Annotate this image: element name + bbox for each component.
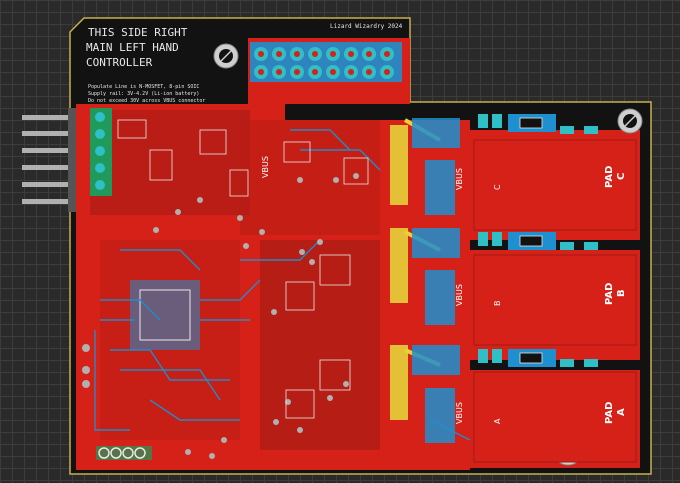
phase-a-letter: A (616, 408, 627, 416)
microcontroller (94, 129, 471, 441)
phase-c-letter: C (616, 173, 627, 180)
phase-a-pad-label: PAD (604, 402, 615, 424)
silkscreen-notes: Populate Line is N-MOSFET, 8-pin SOIC Su… (88, 84, 205, 104)
phase-c-pad-label: PAD (604, 166, 615, 188)
title-line-1: THIS SIDE RIGHT (88, 26, 188, 39)
silkscreen-title: THIS SIDE RIGHT MAIN LEFT HAND CONTROLLE… (86, 26, 188, 69)
phase-c-vbus: VBUS (455, 168, 464, 190)
left-header-pins (22, 108, 76, 212)
note-line-1: Populate Line is N-MOSFET, 8-pin SOIC (88, 84, 199, 90)
phase-a-group: VBUS A PAD A (455, 371, 637, 463)
phase-b-pad-label: PAD (604, 283, 615, 305)
phase-b-net: B (493, 301, 502, 307)
note-line-3: Do not exceed 30V across VBUS connector (88, 98, 205, 104)
mounting-hole-right (617, 108, 643, 134)
top-pin-header (250, 42, 402, 82)
phase-a-vbus: VBUS (455, 402, 464, 424)
mounting-hole-top (213, 43, 239, 69)
gold-power-traces (390, 118, 460, 443)
phase-c-net: C (493, 184, 502, 190)
title-line-3: CONTROLLER (86, 56, 153, 69)
gate-driver-pads (478, 114, 598, 367)
phase-c-group: VBUS C PAD C (455, 139, 637, 231)
author-credit: Lizard Wizardry 2024 (330, 23, 403, 30)
vbus-label-main: VBUS (261, 156, 270, 178)
phase-b-vbus: VBUS (455, 284, 464, 306)
title-line-2: MAIN LEFT HAND (86, 41, 179, 54)
note-line-2: Supply rail: 3V-4.2V (Li-ion battery) (88, 91, 199, 97)
bottom-left-header (96, 446, 152, 460)
vias (82, 173, 359, 459)
phase-a-net: A (493, 418, 502, 424)
phase-b-group: VBUS B PAD B (455, 254, 637, 346)
left-connector-pads (90, 108, 112, 196)
silkscreen-outlines (117, 119, 369, 419)
phase-b-letter: B (616, 289, 627, 297)
